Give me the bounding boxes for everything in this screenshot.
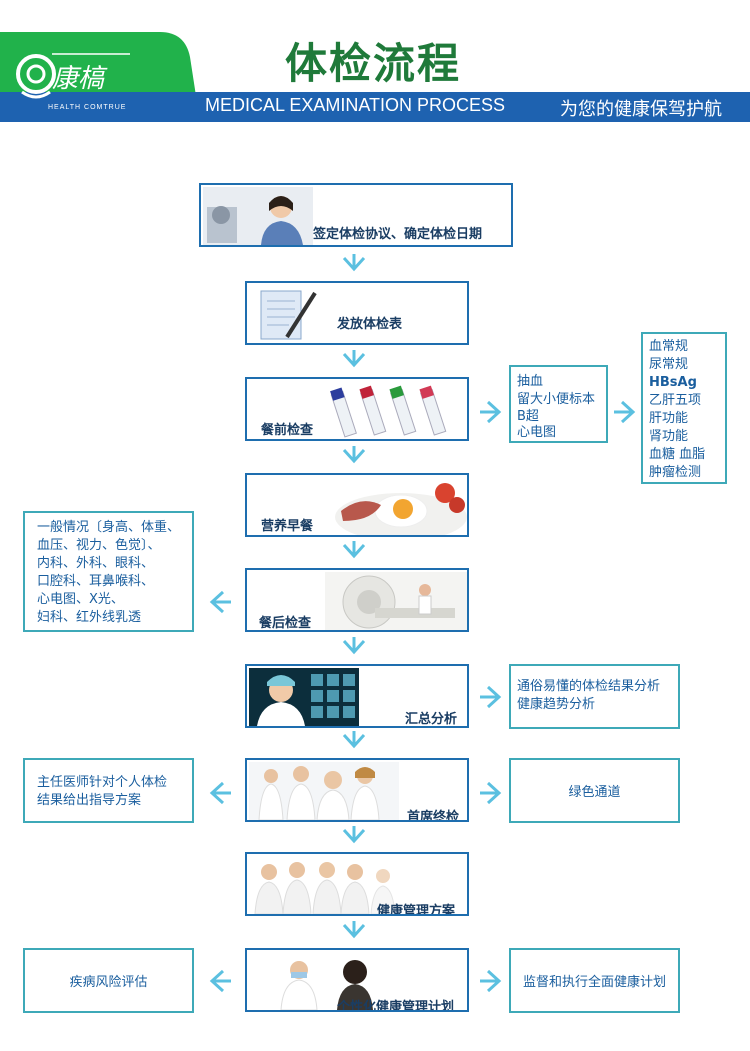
blood-test-items-box: 血常规 尿常规 HBsAg 乙肝五项 肝功能 肾功能 血糖 血脂 肿瘤检测 xyxy=(641,332,727,484)
director-guidance-box: 主任医师针对个人体检 结果给出指导方案 xyxy=(23,758,194,823)
list-item: 乙肝五项 xyxy=(649,393,702,408)
step-label: 发放体检表 xyxy=(337,317,403,332)
arrow-down-icon xyxy=(342,446,366,464)
logo-emblem-icon xyxy=(16,53,130,99)
analysis-items-box: 通俗易懂的体检结果分析 健康趋势分析 xyxy=(509,664,680,729)
green-channel-box: 绿色通道 xyxy=(509,758,680,823)
arrow-down-icon xyxy=(342,637,366,655)
logo-text: 康槁 xyxy=(52,64,105,94)
list-item: 通俗易懂的体检结果分析 xyxy=(517,679,661,694)
list-item: HBsAg xyxy=(649,375,697,390)
breakfast-plate-image xyxy=(335,483,467,535)
supervise-plan-box: 监督和执行全面健康计划 xyxy=(509,948,680,1013)
list-item: 血常规 xyxy=(649,339,689,354)
step-issue-form: 发放体检表 xyxy=(245,281,469,345)
step-label: 餐前检查 xyxy=(261,423,314,438)
step-label: 餐后检查 xyxy=(259,616,312,631)
list-item: 一般情况〔身高、体重、 xyxy=(37,520,181,535)
arrow-down-icon xyxy=(342,350,366,368)
step-label: 签定体检协议、确定体检日期 xyxy=(313,227,483,242)
step-personal-plan: 个性化健康管理计划 xyxy=(245,948,469,1012)
doctor-xray-image xyxy=(249,668,359,726)
list-item: 血压、视力、色觉〕、 xyxy=(37,538,161,553)
list-item: 抽血 xyxy=(517,374,544,389)
list-item: 健康趋势分析 xyxy=(517,697,596,712)
ct-scanner-image xyxy=(325,572,467,630)
page-title: 体检流程 xyxy=(285,39,462,88)
step-label: 营养早餐 xyxy=(261,519,314,534)
list-item: 肝功能 xyxy=(649,411,689,426)
header-blue-band xyxy=(0,92,750,122)
list-item: 尿常规 xyxy=(649,357,689,372)
form-and-pen-image xyxy=(260,290,317,340)
list-item: 肿瘤检测 xyxy=(649,465,702,480)
receptionist-headset-image xyxy=(203,187,313,245)
list-item: 妇科、红外线乳透 xyxy=(37,610,142,625)
list-item: 结果给出指导方案 xyxy=(37,793,142,808)
list-item: 留大小便标本 xyxy=(517,392,596,407)
subtitle-english: MEDICAL EXAMINATION PROCESS xyxy=(205,95,506,115)
doctor-consultation-image xyxy=(251,952,391,1010)
logo-subtext: HEALTH COMTRUE xyxy=(48,104,127,111)
arrow-down-icon xyxy=(342,541,366,559)
step-label: 健康管理方案 xyxy=(377,904,456,916)
box-label: 绿色通道 xyxy=(568,785,621,800)
subtitle-chinese: 为您的健康保驾护航 xyxy=(560,99,722,120)
list-item: 心电图、X光、 xyxy=(37,592,124,607)
step-label: 个性化健康管理计划 xyxy=(337,1000,455,1012)
post-meal-items-box: 一般情况〔身高、体重、 血压、视力、色觉〕、 内科、外科、眼科、 口腔科、耳鼻喉… xyxy=(23,511,194,632)
arrow-right-icon xyxy=(614,400,636,424)
step-label: 汇总分析 xyxy=(405,712,458,727)
step-breakfast: 营养早餐 xyxy=(245,473,469,537)
list-item: 主任医师针对个人体检 xyxy=(37,775,168,790)
arrow-down-icon xyxy=(342,826,366,844)
box-label: 监督和执行全面健康计划 xyxy=(522,975,666,990)
arrow-right-icon xyxy=(480,781,502,805)
step-health-plan: 健康管理方案 xyxy=(245,852,469,916)
arrow-left-icon xyxy=(209,781,231,805)
pre-meal-items-box: 抽血 留大小便标本 B超 心电图 xyxy=(509,365,608,443)
arrow-left-icon xyxy=(209,969,231,993)
step-chief-final-check: 首席终检 xyxy=(245,758,469,822)
arrow-right-icon xyxy=(480,969,502,993)
arrow-down-icon xyxy=(342,254,366,272)
step-summary-analysis: 汇总分析 xyxy=(245,664,469,728)
list-item: 肾功能 xyxy=(649,429,689,444)
risk-assessment-box: 疾病风险评估 xyxy=(23,948,194,1013)
doctors-group-image xyxy=(251,856,401,914)
list-item: B超 xyxy=(517,409,539,424)
step-post-meal-exam: 餐后检查 xyxy=(245,568,469,632)
arrow-left-icon xyxy=(209,590,231,614)
step-pre-meal-exam: 餐前检查 xyxy=(245,377,469,441)
blood-test-tubes-image xyxy=(330,385,447,438)
box-label: 疾病风险评估 xyxy=(69,975,148,990)
list-item: 血糖 血脂 xyxy=(649,447,706,462)
list-item: 口腔科、耳鼻喉科、 xyxy=(37,574,155,589)
arrow-right-icon xyxy=(480,685,502,709)
step-label: 首席终检 xyxy=(407,810,460,822)
arrow-down-icon xyxy=(342,731,366,749)
arrow-right-icon xyxy=(480,400,502,424)
step-sign-agreement: 签定体检协议、确定体检日期 xyxy=(199,183,513,247)
list-item: 心电图 xyxy=(517,425,557,440)
list-item: 内科、外科、眼科、 xyxy=(37,556,155,571)
arrow-down-icon xyxy=(342,921,366,939)
medical-team-image xyxy=(249,762,399,820)
